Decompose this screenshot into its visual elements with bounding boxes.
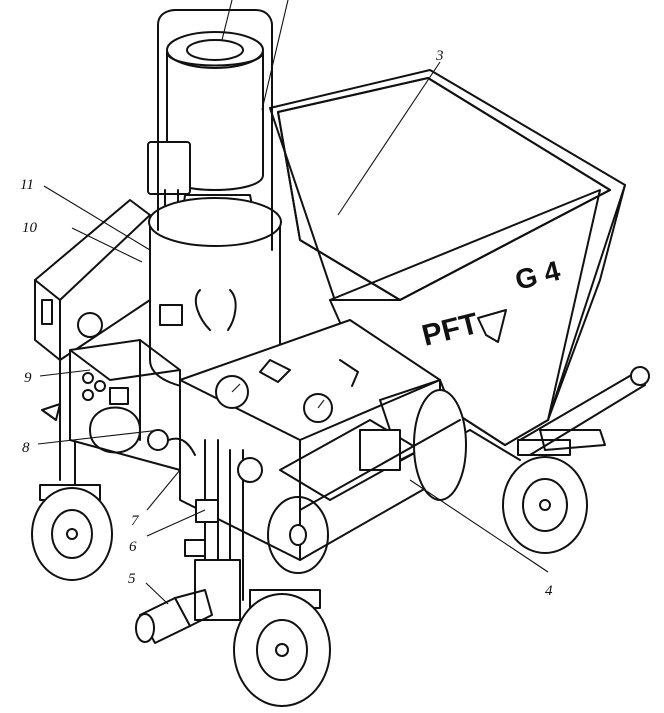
pump-section — [179, 319, 441, 561]
callout-7: 7 — [131, 513, 140, 529]
callout-10: 10 — [22, 220, 38, 236]
wheel-center — [233, 589, 331, 707]
wheel-left — [31, 484, 113, 581]
wheel-right — [502, 439, 588, 554]
compressor — [279, 379, 467, 511]
motor — [147, 31, 282, 391]
callout-labels: 3 4 5 6 7 8 9 10 11 — [20, 48, 553, 599]
brand-logo-icon — [477, 309, 507, 343]
callout-6: 6 — [129, 539, 137, 555]
leader-lines — [37, 0, 549, 605]
fan-cover-icon — [186, 39, 244, 61]
callout-5: 5 — [128, 571, 136, 587]
callout-3: 3 — [435, 48, 444, 64]
callout-8: 8 — [22, 440, 30, 456]
water-pump — [267, 496, 329, 574]
control-box-upper — [34, 199, 151, 361]
callout-4: 4 — [545, 583, 553, 599]
outlet-coupling — [135, 589, 213, 644]
callout-9: 9 — [24, 370, 32, 386]
callout-11: 11 — [20, 177, 34, 193]
